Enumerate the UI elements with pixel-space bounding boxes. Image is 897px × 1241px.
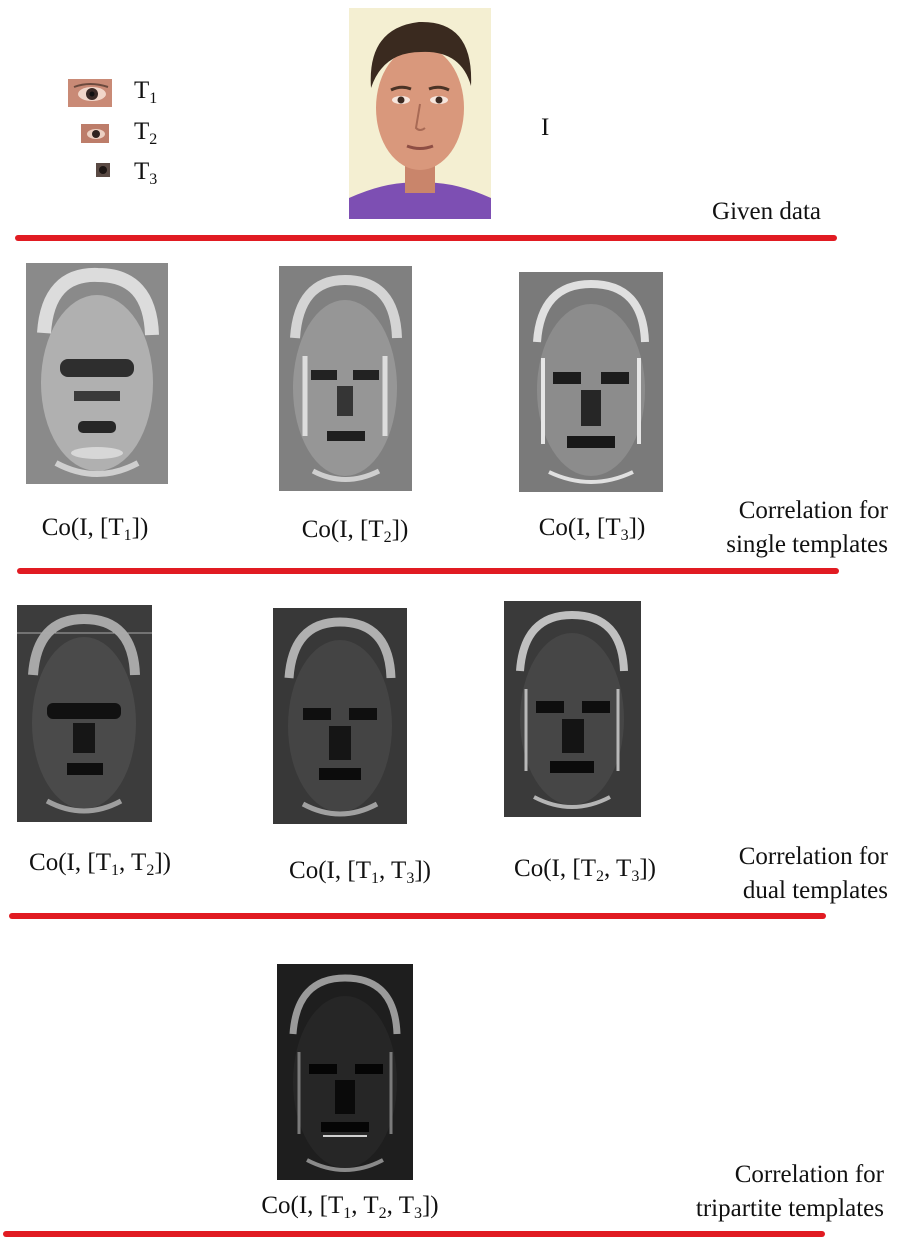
section-divider-given-data (15, 235, 837, 241)
correlation-map-t2 (279, 266, 412, 491)
dual-caption-3: Co(I, [T2, T3]) (514, 855, 656, 885)
section-divider-dual (9, 913, 826, 919)
tripartite-caption: Co(I, [T1, T2, T3]) (261, 1192, 439, 1222)
dual-caption-2: Co(I, [T1, T3]) (289, 857, 431, 887)
correlation-map-t3 (519, 272, 663, 492)
correlation-map-t1-t2-t3 (277, 964, 413, 1180)
face-photo (349, 8, 491, 219)
section-divider-single (17, 568, 839, 574)
template-t2-label: T2 (134, 118, 158, 148)
image-i-label: I (541, 114, 550, 141)
single-caption-1: Co(I, [T1]) (41, 514, 149, 544)
correlation-map-t1 (26, 263, 168, 484)
correlation-map-t1-t3 (273, 608, 407, 824)
dual-caption-1: Co(I, [T1, T2]) (29, 849, 171, 879)
section-caption-given-data: Given data (712, 198, 821, 225)
section-caption-single: Correlation for single templates (726, 497, 888, 558)
template-t2-thumbnail (81, 124, 109, 143)
correlation-map-t1-t2 (17, 605, 152, 822)
single-caption-3: Co(I, [T3]) (538, 514, 646, 544)
template-t1-label: T1 (134, 77, 158, 107)
single-caption-2: Co(I, [T2]) (301, 516, 409, 546)
section-caption-tripartite: Correlation for tripartite templates (695, 1161, 884, 1222)
section-caption-dual: Correlation for dual templates (738, 843, 888, 904)
template-t3-label: T3 (134, 158, 158, 188)
correlation-map-t2-t3 (504, 601, 641, 817)
template-t1-thumbnail (68, 79, 112, 107)
template-t3-thumbnail (96, 163, 110, 177)
section-divider-tripartite (3, 1231, 825, 1237)
